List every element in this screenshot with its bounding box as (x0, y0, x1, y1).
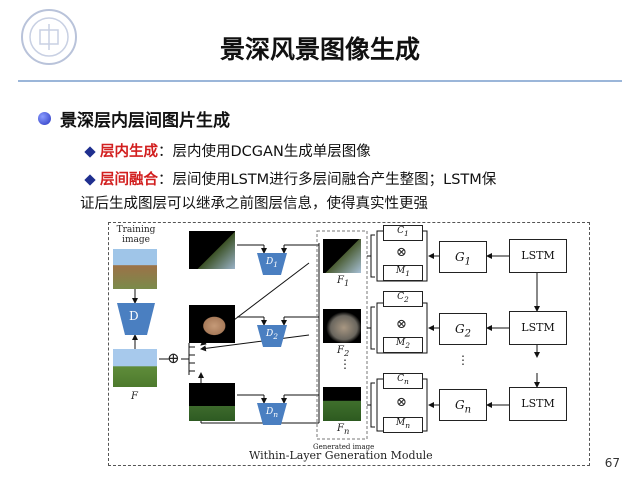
layern-input-image (189, 383, 235, 421)
d1-subscript: 1 (273, 259, 278, 269)
f2-label: F2 (337, 345, 349, 358)
g1-subscript: 1 (464, 256, 471, 268)
d2-label: D2 (266, 329, 278, 341)
f2-subscript: 2 (343, 348, 350, 358)
c1-box: C1 (383, 225, 423, 241)
diamond-bullet-icon (84, 174, 96, 186)
g2-subscript: 2 (464, 328, 471, 340)
dn-subscript: n (273, 409, 279, 419)
d2-subscript: 2 (273, 331, 278, 341)
oplus-icon: ⊕ (167, 349, 180, 367)
module-title: Within-Layer Generation Module (249, 449, 433, 462)
cn-subscript: n (404, 376, 409, 386)
c2-subscript: 2 (404, 294, 409, 304)
diamond-bullet-icon (84, 146, 96, 158)
gn-letter: G (454, 398, 465, 412)
f2-letter: F (337, 345, 344, 356)
generated-layern-image (323, 387, 361, 421)
g1-box: G1 (439, 241, 487, 273)
m2-letter: M (396, 338, 406, 348)
sub-bullet-2: 层间融合：层间使用LSTM进行多层间融合产生整图；LSTM保 (100, 168, 600, 192)
sub-bullet-1-text: ：层内使用DCGAN生成单层图像 (158, 144, 371, 160)
bullet-dot-icon (38, 112, 51, 125)
c1-subscript: 1 (404, 228, 409, 238)
g2-letter: G (455, 322, 465, 336)
title-divider (18, 80, 622, 82)
d1-letter: D (266, 257, 274, 267)
dn-letter: D (266, 407, 274, 417)
vdots-icon: ⋮ (457, 353, 469, 367)
sub-bullet-1: 层内生成：层内使用DCGAN生成单层图像 (100, 140, 371, 164)
m1-subscript: 1 (405, 268, 410, 278)
within-layer-diagram: Training image D F ⊕ D1 D2 Dn F1 F2 ⋮ Fn… (108, 222, 590, 466)
fn-label: Fn (337, 423, 349, 436)
cn-letter: C (397, 374, 405, 384)
otimes-icon: ⊗ (396, 245, 407, 260)
generated-image-label: Generated image (313, 443, 375, 451)
sub-bullet-1-label: 层内生成 (100, 144, 158, 160)
output-image-f (113, 349, 157, 387)
discriminator-dn (257, 403, 287, 425)
vdots-icon: ⋮ (339, 357, 351, 371)
dn-label: Dn (266, 407, 278, 419)
c2-letter: C (397, 292, 405, 302)
university-seal-logo (20, 8, 78, 66)
page-number: 67 (604, 456, 620, 470)
gn-box: Gn (439, 389, 487, 421)
m1-box: M1 (383, 265, 423, 281)
otimes-icon: ⊗ (396, 395, 407, 410)
cn-box: Cn (383, 373, 423, 389)
layer2-input-image (189, 305, 235, 343)
layer1-input-image (189, 231, 235, 269)
generated-layer1-image (323, 239, 361, 273)
training-image-label: Training image (115, 225, 157, 245)
slide-title: 景深风景图像生成 (219, 35, 420, 64)
f1-letter: F (337, 275, 344, 286)
lstm-box-1: LSTM (509, 239, 567, 273)
discriminator-d1 (257, 253, 287, 275)
otimes-icon: ⊗ (396, 317, 407, 332)
lstm-box-n: LSTM (509, 387, 567, 421)
mn-letter: M (395, 418, 406, 428)
sub-bullet-2-label: 层间融合 (100, 172, 158, 188)
f1-subscript: 1 (343, 278, 350, 288)
fn-letter: F (337, 423, 344, 434)
m2-subscript: 2 (405, 340, 410, 350)
sub-bullet-2-text: ：层间使用LSTM进行多层间融合产生整图；LSTM保 (158, 172, 497, 188)
f1-label: F1 (337, 275, 349, 288)
g2-box: G2 (439, 313, 487, 345)
d2-letter: D (266, 329, 274, 339)
discriminator-d-label: D (129, 309, 139, 323)
c2-box: C2 (383, 291, 423, 307)
sub-bullet-2-continuation: 证后生成图层可以继承之前图层信息，使得真实性更强 (80, 196, 428, 212)
d1-label: D1 (266, 257, 278, 269)
training-image (113, 249, 157, 289)
main-bullet-text: 景深层内层间图片生成 (60, 111, 230, 131)
g1-letter: G (455, 250, 465, 264)
discriminator-d (117, 303, 155, 335)
fn-subscript: n (343, 426, 350, 436)
mn-subscript: n (405, 420, 411, 430)
c1-letter: C (397, 226, 405, 236)
lstm-box-2: LSTM (509, 311, 567, 345)
training-label-line2: image (122, 235, 150, 245)
generated-layer2-image (323, 309, 361, 343)
m2-box: M2 (383, 337, 423, 353)
training-label-line1: Training (116, 225, 156, 235)
mn-box: Mn (383, 417, 423, 433)
m1-letter: M (396, 266, 406, 276)
discriminator-d2 (257, 325, 287, 347)
gn-subscript: n (464, 404, 472, 416)
output-f-label: F (131, 391, 138, 402)
